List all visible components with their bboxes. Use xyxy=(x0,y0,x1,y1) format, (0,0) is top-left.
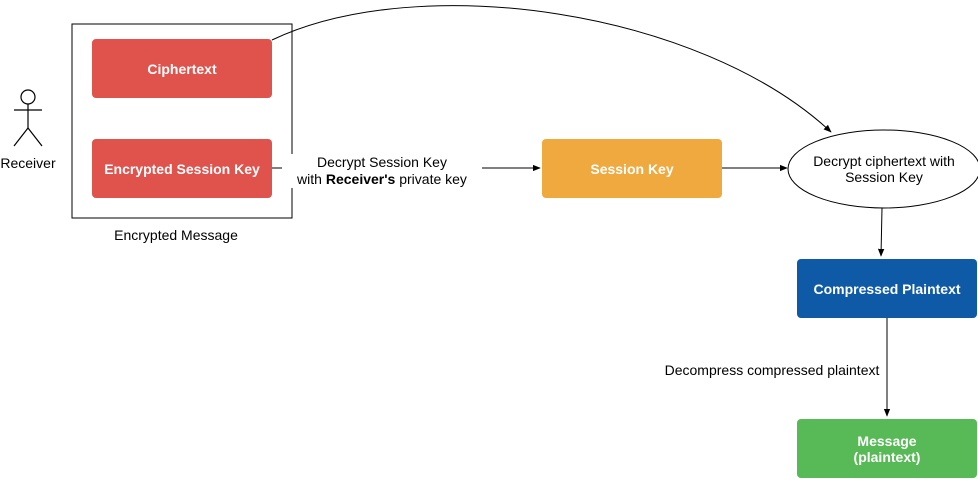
decrypt-ciphertext-line1: Decrypt ciphertext with xyxy=(813,153,955,169)
decrypt-ciphertext-ellipse xyxy=(787,129,978,209)
edge-ciphertext-to-decrypt xyxy=(271,5,832,133)
decrypt-session-key-prefix: with xyxy=(297,171,326,187)
encrypted-session-key-label: Encrypted Session Key xyxy=(104,160,260,177)
message-node[interactable]: Message (plaintext) xyxy=(797,419,977,478)
decrypt-ciphertext-line2: Session Key xyxy=(845,169,923,185)
decrypt-session-key-suffix: private key xyxy=(395,171,467,187)
decrypt-ciphertext-text[interactable]: Decrypt ciphertext with Session Key xyxy=(788,131,978,207)
receiver-label: Receiver xyxy=(0,155,56,171)
decrypt-session-key-edge-label: Decrypt Session Key with Receiver's priv… xyxy=(282,154,482,188)
compressed-plaintext-label: Compressed Plaintext xyxy=(813,280,961,297)
receiver-bold-text: Receiver's xyxy=(325,171,396,187)
decrypt-session-key-line1: Decrypt Session Key xyxy=(317,154,447,170)
encrypted-message-label: Encrypted Message xyxy=(114,227,238,243)
receiver-actor-icon xyxy=(13,89,43,147)
ciphertext-label: Ciphertext xyxy=(147,60,217,77)
session-key-node[interactable]: Session Key xyxy=(542,139,722,198)
compressed-plaintext-node[interactable]: Compressed Plaintext xyxy=(797,259,977,318)
message-label-line1: Message xyxy=(857,432,917,449)
ciphertext-node[interactable]: Ciphertext xyxy=(92,39,272,98)
message-label-line2: (plaintext) xyxy=(853,448,921,465)
decompress-edge-label: Decompress compressed plaintext xyxy=(664,362,880,378)
decrypt-session-key-line2: with Receiver's private key xyxy=(282,171,482,188)
session-key-label: Session Key xyxy=(590,160,674,177)
edge-decrypt-to-compressed xyxy=(877,207,885,257)
encrypted-session-key-node[interactable]: Encrypted Session Key xyxy=(92,139,272,198)
